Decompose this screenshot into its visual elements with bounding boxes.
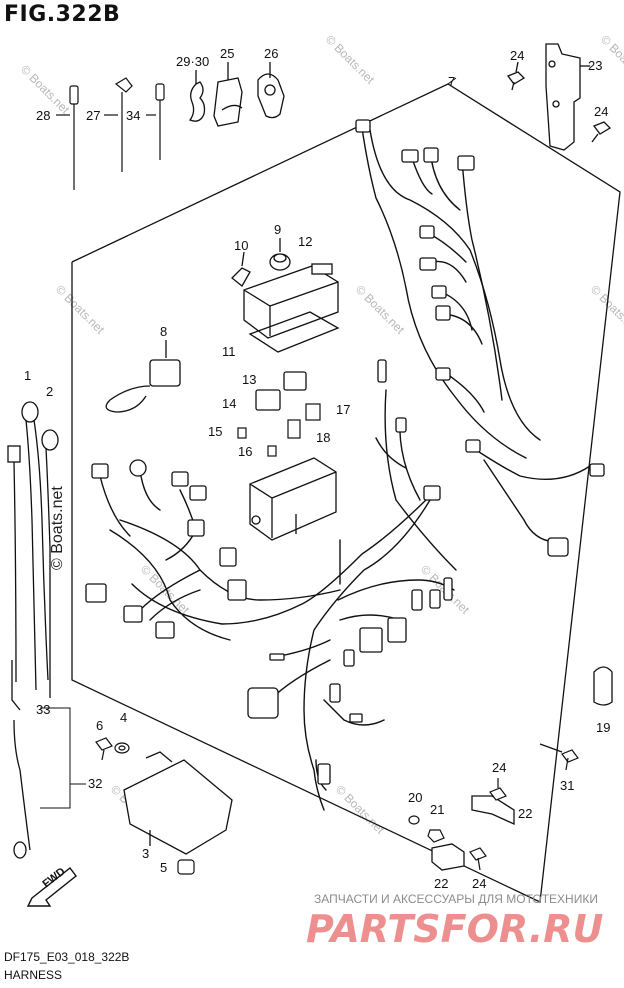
relay-8 bbox=[105, 340, 181, 413]
callout: 19 bbox=[596, 720, 610, 735]
callout: 18 bbox=[316, 430, 330, 445]
callout: 29·30 bbox=[176, 54, 209, 69]
callout: 6 bbox=[96, 718, 103, 733]
main-harness bbox=[99, 127, 591, 811]
brand-tagline: ЗАПЧАСТИ И АКСЕССУАРЫ ДЛЯ МОТОТЕХНИКИ bbox=[314, 892, 598, 906]
bracket-22-lower bbox=[431, 843, 465, 871]
clamp-25 bbox=[213, 62, 243, 127]
screw-24-mid bbox=[489, 778, 507, 801]
callout: 14 bbox=[222, 396, 236, 411]
watermark-side-text: © Boats.net bbox=[49, 486, 66, 570]
figure-code: DF175_E03_018_322B bbox=[4, 950, 130, 964]
figure-name: HARNESS bbox=[4, 968, 63, 982]
callout: 23 bbox=[588, 58, 602, 73]
relay-13 bbox=[283, 371, 307, 391]
figure-title: FIG.322B bbox=[4, 2, 121, 27]
callout: 16 bbox=[238, 444, 252, 459]
fuse-16 bbox=[267, 445, 277, 457]
callout: 26 bbox=[264, 46, 278, 61]
callout: 9 bbox=[274, 222, 281, 237]
brand-footer: ЗАПЧАСТИ И АКСЕССУАРЫ ДЛЯ МОТОТЕХНИКИ PA… bbox=[306, 892, 604, 951]
assembly-outline bbox=[71, 83, 621, 903]
callout: 31 bbox=[560, 778, 574, 793]
watermark-text: © Boats.net bbox=[333, 782, 388, 837]
fwd-badge: FWD bbox=[26, 865, 77, 907]
junction-box bbox=[249, 457, 337, 541]
callout: 24 bbox=[510, 48, 524, 63]
callouts: 1 2 3 4 5 6 7 8 9 10 11 12 13 14 15 16 1… bbox=[24, 46, 610, 891]
cable-tie-28 bbox=[56, 85, 79, 190]
connector-group bbox=[85, 119, 605, 785]
grommet-9 bbox=[269, 238, 291, 271]
callout: 33 bbox=[36, 702, 50, 717]
callout: 24 bbox=[594, 104, 608, 119]
holder-26 bbox=[257, 62, 285, 119]
relay-14 bbox=[255, 389, 281, 411]
callout: 22 bbox=[518, 806, 532, 821]
fuse-15 bbox=[237, 427, 247, 439]
watermark-text: © Boats.net bbox=[353, 282, 408, 337]
brand-logo: PARTSFOR.RU bbox=[306, 907, 604, 951]
callout: 12 bbox=[298, 234, 312, 249]
fuse-17 bbox=[305, 403, 321, 421]
watermark-text: © Boats.net bbox=[323, 32, 378, 87]
callout: 24 bbox=[472, 876, 486, 891]
washer-4 bbox=[114, 742, 130, 754]
callout: 28 bbox=[36, 108, 50, 123]
callout: 21 bbox=[430, 802, 444, 817]
callout: 7 bbox=[448, 74, 455, 89]
fuse-box-12 bbox=[243, 263, 339, 339]
screw-24-low bbox=[469, 847, 487, 871]
callout: 20 bbox=[408, 790, 422, 805]
cover-3 bbox=[123, 751, 233, 855]
bracket-lines-32-33 bbox=[40, 707, 86, 809]
callout: 27 bbox=[86, 108, 100, 123]
nut-21 bbox=[427, 829, 445, 843]
watermark-text: © Boats.net bbox=[53, 282, 108, 337]
callout: 10 bbox=[234, 238, 248, 253]
screw-24-top bbox=[506, 61, 526, 91]
screw-31 bbox=[539, 743, 579, 771]
callout: 32 bbox=[88, 776, 102, 791]
callout: 24 bbox=[492, 760, 506, 775]
battery-cables bbox=[7, 401, 59, 859]
cover-11 bbox=[248, 311, 340, 353]
callout: 3 bbox=[142, 846, 149, 861]
grommet-5 bbox=[177, 859, 195, 875]
callout: 25 bbox=[220, 46, 234, 61]
callout: 15 bbox=[208, 424, 222, 439]
callout: 34 bbox=[126, 108, 140, 123]
callout: 17 bbox=[336, 402, 350, 417]
callout: 22 bbox=[434, 876, 448, 891]
fuse-18 bbox=[287, 419, 301, 439]
clip-10 bbox=[231, 251, 251, 287]
callout: 11 bbox=[222, 344, 236, 359]
callout: 2 bbox=[46, 384, 53, 399]
callout: 5 bbox=[160, 860, 167, 875]
clip-29-30 bbox=[188, 70, 206, 122]
cable-tie-34 bbox=[146, 83, 165, 160]
washer-20 bbox=[408, 815, 420, 825]
callout: 13 bbox=[242, 372, 256, 387]
watermark-text: © Boats.net bbox=[588, 282, 624, 337]
cap-19 bbox=[593, 666, 613, 706]
callout: 4 bbox=[120, 710, 127, 725]
screw-24-right bbox=[591, 121, 612, 143]
callout: 8 bbox=[160, 324, 167, 339]
bracket-22-upper bbox=[471, 795, 515, 826]
callout: 1 bbox=[24, 368, 31, 383]
bracket-23 bbox=[545, 43, 590, 151]
bolt-6 bbox=[95, 737, 113, 761]
cable-tie-27 bbox=[104, 77, 133, 172]
